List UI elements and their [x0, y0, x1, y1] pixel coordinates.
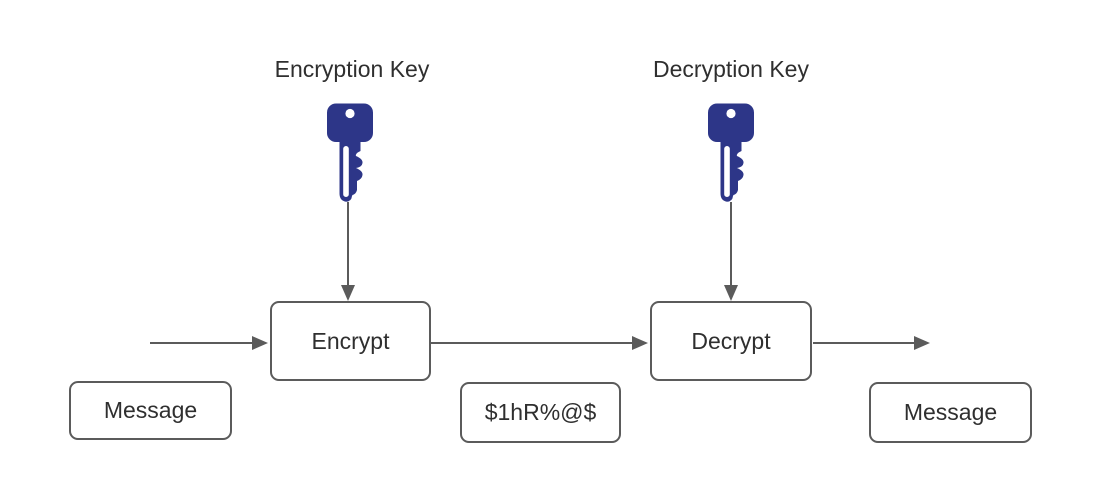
arrow-input-to-encrypt	[150, 336, 268, 350]
encrypt-box-label: Encrypt	[311, 327, 390, 354]
arrow-key-to-decrypt	[724, 202, 738, 301]
ciphertext-label: $1hR%@$	[484, 399, 597, 425]
ciphertext-box: $1hR%@$	[460, 382, 621, 443]
encryption-key-icon	[327, 103, 373, 202]
decrypt-box: Decrypt	[650, 301, 812, 381]
decrypt-box-label: Decrypt	[691, 327, 771, 354]
decryption-key-icon	[708, 103, 754, 202]
encrypt-box: Encrypt	[270, 301, 431, 381]
arrow-decrypt-to-output	[813, 336, 930, 350]
arrow-encrypt-to-decrypt	[431, 336, 648, 350]
arrow-key-to-encrypt	[341, 202, 355, 301]
decryption-key-label: Decryption Key	[653, 56, 809, 82]
encryption-key-label: Encryption Key	[274, 56, 430, 82]
message-input-box: Message	[69, 381, 232, 440]
message-input-label: Message	[103, 397, 198, 423]
message-output-box: Message	[869, 382, 1032, 443]
message-output-label: Message	[903, 399, 998, 425]
